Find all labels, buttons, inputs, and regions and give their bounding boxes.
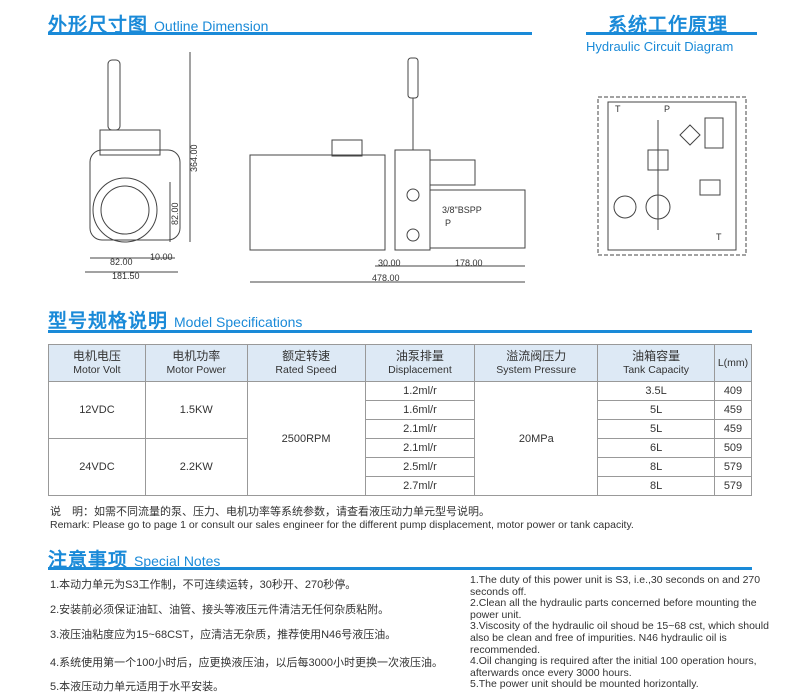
note-cn: 1.本动力单元为S3工作制，不可连续运转，30秒开、270秒停。 [50,579,357,591]
circuit-title-cn: 系统工作原理 [608,15,729,36]
specs-title-en: Model Specifications [174,314,303,330]
divider [48,330,752,333]
cell-tank: 6L [597,438,715,458]
circuit-diagram [597,96,747,256]
notes-title-cn: 注意事项 [48,550,129,571]
note-en: 5.The power unit should be mounted horiz… [470,678,699,691]
note-cn: 5.本液压动力单元适用于水平安装。 [50,681,225,693]
cell-tank: 5L [597,400,715,420]
remark-cn: 说 明：如需不同流量的泵、压力、电机功率等系统参数，请查看液压动力单元型号说明。 [50,506,490,518]
circuit-heading: 系统工作原理 [608,10,728,37]
cell-length: 509 [713,438,753,458]
cell-length: 579 [713,476,753,496]
table-row: 12VDC 1.5KW 2500RPM 1.2ml/r 20MPa 3.5L 4… [48,381,753,496]
dim-front-h: 82.00 [170,202,180,225]
cell-tank: 8L [597,476,715,496]
dim-side-a: 30.00 [378,258,401,268]
dim-front-total: 181.50 [112,271,140,281]
front-view-drawing [85,52,191,273]
dim-side-total: 478.00 [372,273,400,283]
divider [586,32,757,35]
cell-length: 409 [713,381,753,401]
col-header: L(mm) [713,344,753,382]
note-en: 1.The duty of this power unit is S3, i.e… [470,574,761,598]
cell-disp: 1.2ml/r [364,381,476,401]
cell-tank: 3.5L [597,381,715,401]
cell-length: 459 [713,419,753,439]
notes-en: 1.The duty of this power unit is S3, i.e… [470,574,770,691]
cell-pressure: 20MPa [474,381,599,496]
note-cn: 2.安装前必须保证油缸、油管、接头等液压元件清洁无任何杂质粘附。 [50,604,390,616]
note-cn: 4.系统使用第一个100小时后，应更换液压油，以后每3000小时更换一次液压油。 [50,657,443,669]
note-en: 2.Clean all the hydraulic parts concerne… [470,597,757,621]
divider [48,32,532,35]
dim-front-w2: 10.00 [150,252,173,262]
outline-title-en: Outline Dimension [154,18,269,34]
cell-length: 459 [713,400,753,420]
remark-en: Remark: Please go to page 1 or consult o… [50,519,634,531]
cell-volt: 24VDC [48,438,146,496]
specs-heading: 型号规格说明 Model Specifications [48,306,302,333]
circuit-label-p: P [664,104,670,114]
outline-title-cn: 外形尺寸图 [48,15,149,36]
dim-height: 364.00 [189,144,199,172]
notes-heading: 注意事项 Special Notes [48,545,220,572]
note-en: 4.Oil changing is required after the ini… [470,655,757,679]
circuit-label-t2: T [716,232,722,242]
note-cn: 3.液压油粘度应为15~68CST，应清洁无杂质，推荐使用N46号液压油。 [50,629,397,641]
cell-length: 579 [713,457,753,477]
cell-tank: 5L [597,419,715,439]
specs-title-cn: 型号规格说明 [48,311,169,332]
cell-speed: 2500RPM [246,381,366,496]
cell-disp: 2.1ml/r [364,438,476,458]
cell-power: 1.5KW [144,381,248,439]
dim-port: 3/8"BSPP [442,205,482,215]
cell-disp: 2.5ml/r [364,457,476,477]
cell-volt: 12VDC [48,381,146,439]
dim-port-p: P [445,218,451,228]
note-en: 3.Viscosity of the hydraulic oil shoud b… [470,620,769,656]
side-view-drawing [249,57,526,283]
circuit-label-t: T [615,104,621,114]
cell-disp: 2.7ml/r [364,476,476,496]
dim-front-w1: 82.00 [110,257,133,267]
outline-heading: 外形尺寸图 Outline Dimension [48,10,268,37]
cell-power: 2.2KW [144,438,248,496]
cell-tank: 8L [597,457,715,477]
circuit-title-en: Hydraulic Circuit Diagram [586,39,734,54]
cell-disp: 1.6ml/r [364,400,476,420]
outline-drawings: 364.00 82.00 82.00 10.00 181.50 3/8"BSPP… [85,52,747,283]
notes-title-en: Special Notes [134,553,221,569]
dim-side-b: 178.00 [455,258,483,268]
divider [48,567,752,570]
cell-disp: 2.1ml/r [364,419,476,439]
